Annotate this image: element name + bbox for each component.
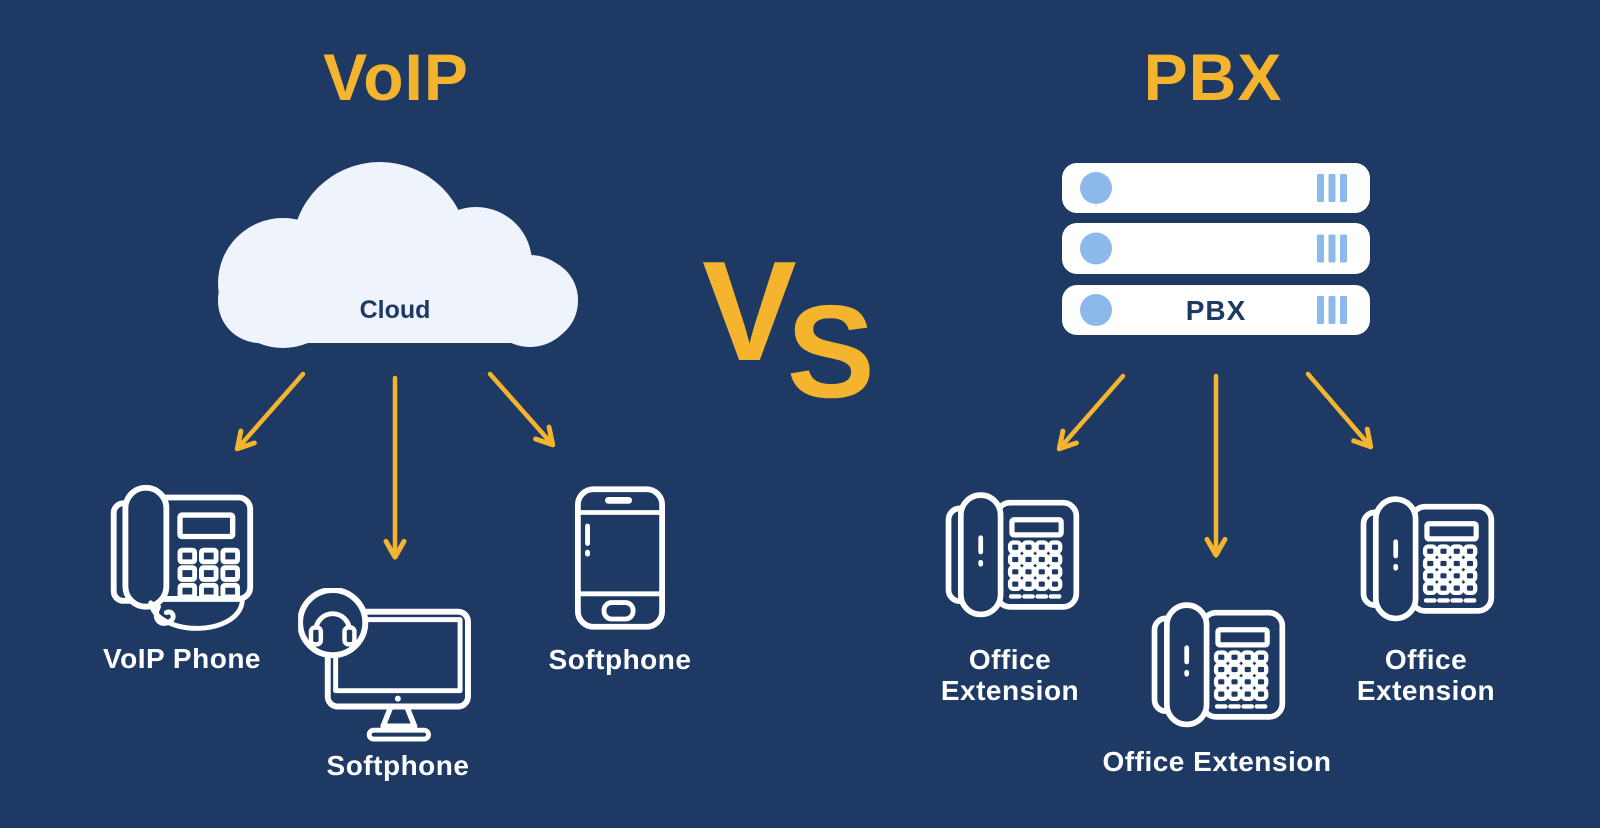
arrow-pbx-to-extension-1 — [1056, 373, 1126, 452]
desktop-softphone-label: Softphone — [326, 750, 470, 781]
office-extension-1-icon — [940, 480, 1082, 622]
cloud-icon — [218, 162, 578, 348]
office-extension-2-icon — [1146, 590, 1288, 732]
desktop-softphone-icon — [298, 588, 476, 746]
office-extension-1-label: Office Extension — [940, 644, 1080, 707]
office-extension-3-label: Office Extension — [1356, 644, 1496, 707]
pbx-server-rack-icon — [1062, 163, 1370, 335]
office-extension-3-icon — [1355, 484, 1497, 626]
cloud-label: Cloud — [359, 296, 431, 324]
office-extension-2-label: Office Extension — [1102, 746, 1332, 777]
pbx-server-label: PBX — [1185, 295, 1247, 326]
vs-letter-s: S — [786, 278, 875, 425]
pbx-title: PBX — [1143, 40, 1283, 114]
voip-phone-icon — [102, 478, 258, 634]
mobile-softphone-label: Softphone — [548, 644, 692, 675]
arrow-cloud-to-voip-phone — [234, 371, 306, 452]
voip-title: VoIP — [323, 40, 469, 114]
vs-divider: VS — [702, 232, 875, 418]
voip-phone-label: VoIP Phone — [103, 643, 261, 674]
mobile-softphone-icon — [574, 484, 666, 632]
arrow-cloud-to-mobile-softphone — [487, 371, 556, 448]
vs-letter-v: V — [702, 232, 797, 391]
arrow-pbx-to-extension-3 — [1305, 371, 1374, 450]
